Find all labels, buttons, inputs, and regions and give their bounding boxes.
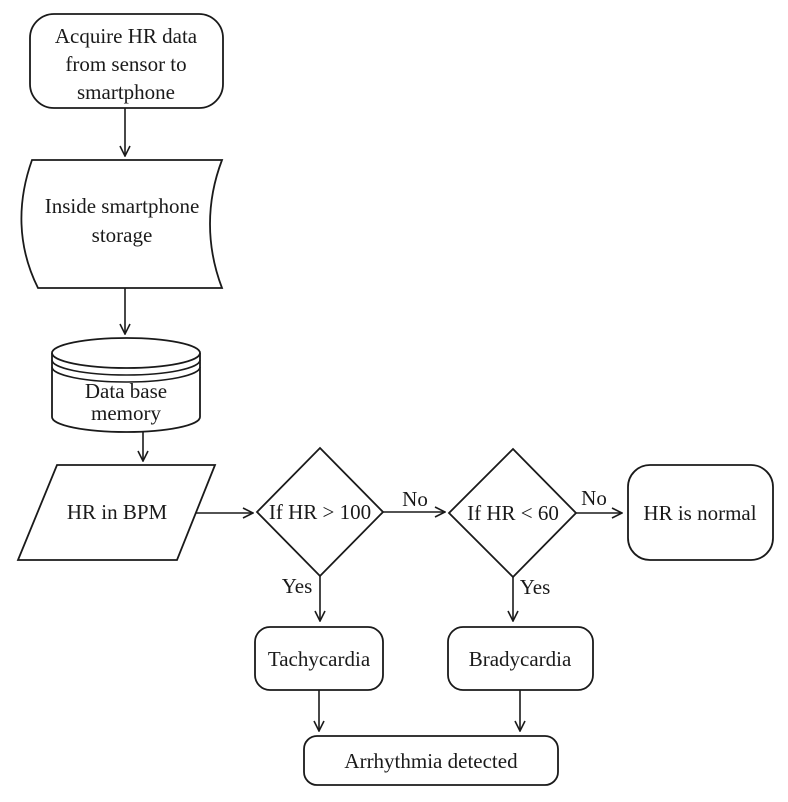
normal-label: HR is normal bbox=[643, 501, 756, 525]
check-tachy-diamond bbox=[255, 446, 385, 578]
storage-shape bbox=[20, 159, 224, 289]
hr-bpm-shape bbox=[16, 464, 217, 561]
normal-shape bbox=[627, 464, 774, 561]
node-storage: Inside smartphone storage bbox=[20, 159, 224, 289]
node-tachycardia: Tachycardia bbox=[254, 626, 384, 691]
edges bbox=[125, 108, 622, 731]
database-disc-line2 bbox=[51, 366, 201, 383]
node-hr-bpm: HR in BPM bbox=[16, 464, 217, 561]
database-label-line2: memory bbox=[91, 401, 161, 425]
edge-label-no-tachy: No bbox=[402, 487, 428, 511]
node-normal: HR is normal bbox=[627, 464, 774, 561]
check-brady-diamond bbox=[447, 447, 578, 579]
check-tachy-label: If HR > 100 bbox=[269, 500, 371, 524]
database-disc-line1 bbox=[51, 359, 201, 376]
storage-label-line2: storage bbox=[92, 223, 153, 247]
tachycardia-shape bbox=[254, 626, 384, 691]
acquire-label-line2: from sensor to bbox=[65, 52, 186, 76]
arrhythmia-shape bbox=[303, 735, 559, 786]
acquire-shape bbox=[29, 13, 224, 109]
acquire-label-line1: Acquire HR data bbox=[55, 24, 198, 48]
bradycardia-shape bbox=[447, 626, 594, 691]
node-acquire: Acquire HR data from sensor to smartphon… bbox=[29, 13, 224, 109]
edge-label-yes-brady: Yes bbox=[520, 575, 551, 599]
node-check-tachy: If HR > 100 bbox=[255, 446, 385, 578]
storage-label-line1: Inside smartphone bbox=[45, 194, 200, 218]
bradycardia-label: Bradycardia bbox=[469, 647, 572, 671]
node-check-brady: If HR < 60 bbox=[447, 447, 578, 579]
edge-label-no-brady: No bbox=[581, 486, 607, 510]
node-arrhythmia: Arrhythmia detected bbox=[303, 735, 559, 786]
node-database: Data base memory bbox=[51, 337, 201, 433]
acquire-label-line3: smartphone bbox=[77, 80, 175, 104]
check-brady-label: If HR < 60 bbox=[467, 501, 559, 525]
node-bradycardia: Bradycardia bbox=[447, 626, 594, 691]
edge-label-yes-tachy: Yes bbox=[282, 574, 313, 598]
hr-bpm-label: HR in BPM bbox=[67, 500, 168, 524]
database-top-ellipse bbox=[51, 337, 201, 369]
database-label-line1: Data base bbox=[85, 379, 167, 403]
arrhythmia-label: Arrhythmia detected bbox=[344, 749, 518, 773]
tachycardia-label: Tachycardia bbox=[268, 647, 371, 671]
